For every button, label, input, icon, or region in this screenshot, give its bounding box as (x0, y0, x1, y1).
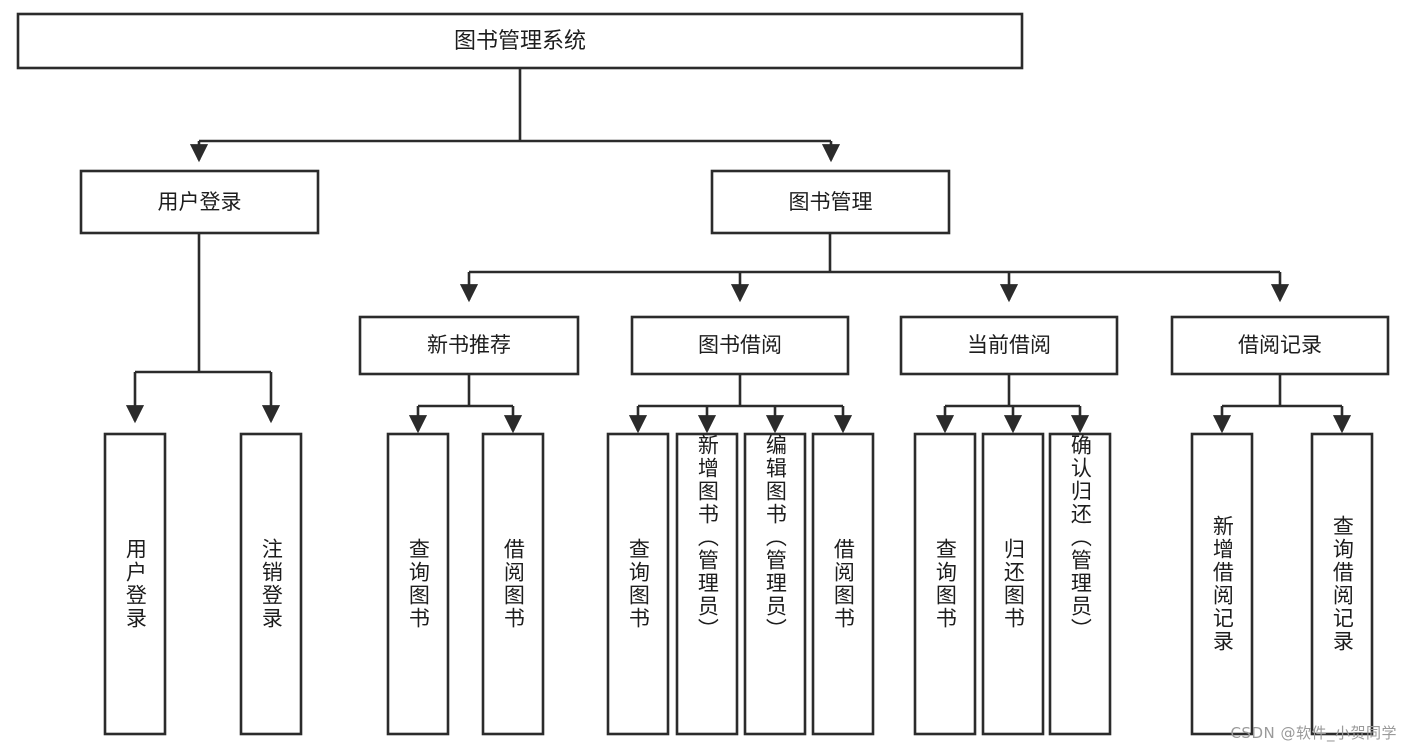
leaf-box-borrow-edit-book[interactable] (743, 432, 807, 736)
level1-label-book-management: 图书管理 (789, 190, 873, 214)
level2-label-current-borrow: 当前借阅 (967, 333, 1051, 357)
connector-user-login-to-leaves (125, 233, 281, 424)
node-user-login[interactable]: 用户登录 (79, 169, 320, 235)
leaf-box-recommend-query-book[interactable] (386, 432, 450, 736)
node-book-borrow[interactable]: 图书借阅 (630, 315, 850, 376)
leaf-box-current-confirm-return[interactable] (1048, 432, 1112, 736)
leaf-box-user-login-logout[interactable] (239, 432, 303, 736)
node-borrow-record[interactable]: 借阅记录 (1170, 315, 1390, 376)
leaf-box-borrow-borrow-book[interactable] (811, 432, 875, 736)
csdn-watermark: CSDN @软件_小贺同学 (1230, 724, 1397, 742)
level2-box-new-book-recommend[interactable] (358, 315, 580, 376)
leaf-box-recommend-borrow-book[interactable] (481, 432, 545, 736)
leaf-box-borrow-add-book[interactable] (675, 432, 739, 736)
connector-borrow-record-to-leaves (1212, 374, 1352, 434)
root-box[interactable] (16, 12, 1024, 70)
leaf-box-borrow-query-book[interactable] (606, 432, 670, 736)
level2-label-book-borrow: 图书借阅 (698, 333, 782, 357)
node-book-management[interactable]: 图书管理 (710, 169, 951, 235)
level1-label-user-login: 用户登录 (158, 190, 242, 214)
level2-box-current-borrow[interactable] (899, 315, 1119, 376)
root-label: 图书管理系统 (454, 29, 586, 54)
connector-root-to-level1 (189, 68, 841, 163)
level2-label-borrow-record: 借阅记录 (1238, 333, 1322, 357)
leaf-box-record-query-record[interactable] (1310, 432, 1374, 736)
node-root[interactable]: 图书管理系统 (16, 12, 1024, 70)
node-current-borrow[interactable]: 当前借阅 (899, 315, 1119, 376)
node-new-book-recommend[interactable]: 新书推荐 (358, 315, 580, 376)
connector-book-borrow-to-leaves (628, 374, 853, 434)
leaf-box-current-return-book[interactable] (981, 432, 1045, 736)
level2-label-new-book-recommend: 新书推荐 (427, 333, 511, 357)
leaf-box-current-query-book[interactable] (913, 432, 977, 736)
leaf-box-record-add-record[interactable] (1190, 432, 1254, 736)
connector-book-management-to-level2 (459, 233, 1290, 303)
level1-box-user-login[interactable] (79, 169, 320, 235)
connector-current-borrow-to-leaves (935, 374, 1090, 434)
connector-new-book-recommend-to-leaves (408, 374, 523, 434)
leaf-box-user-login-login[interactable] (103, 432, 167, 736)
